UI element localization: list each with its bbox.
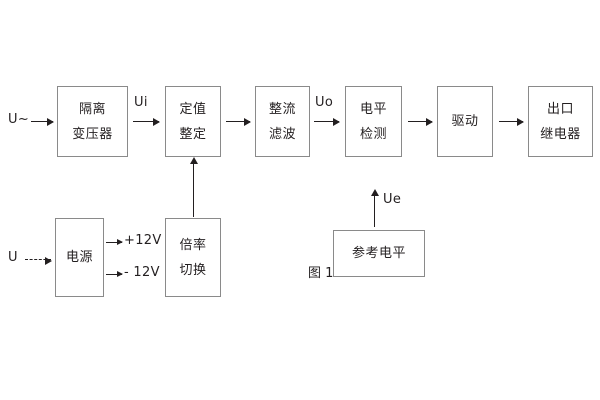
arrow-rail-negative [106,271,123,277]
arrow-reference-level-to-level-detection [370,189,379,227]
uo-signal-label: Uo [315,95,334,110]
block-level-detection-line-2: 检测 [359,126,387,142]
block-output-relay-line-1: 出口 [546,101,574,117]
arrow-setting-value-to-rectify-filter [226,117,251,126]
block-rectify-filter: 整流 滤波 [255,86,310,157]
block-reference-level: 参考电平 [333,230,425,277]
arrow-ratio-switch-to-setting-value [189,157,198,217]
block-output-relay-line-2: 继电器 [540,126,581,142]
arrow-ac-input-to-isolation-transformer [31,117,54,126]
block-level-detection: 电平 检测 [345,86,402,157]
block-output-relay: 出口 继电器 [528,86,593,157]
rail-positive-label: +12V [124,233,162,248]
block-setting-value-line-1: 定值 [179,101,207,117]
block-ratio-switch-line-2: 切换 [179,262,207,278]
block-rectify-filter-line-2: 滤波 [268,126,296,142]
arrow-dc-input-to-power-supply [25,256,52,265]
block-setting-value-line-2: 整定 [179,126,207,142]
arrow-level-detection-to-drive [408,117,433,126]
block-drive: 驱动 [437,86,493,157]
block-level-detection-line-1: 电平 [359,101,387,117]
block-power-supply-line-1: 电源 [65,250,93,265]
figure-caption: 图 1 [308,266,334,281]
block-rectify-filter-line-1: 整流 [268,101,296,117]
dc-input-label: U [8,250,18,265]
ue-signal-label: Ue [383,192,402,207]
arrow-rectify-filter-to-level-detection [314,117,340,126]
rail-negative-label: - 12V [124,265,160,280]
block-isolation-transformer-line-1: 隔离 [78,101,106,117]
block-isolation-transformer-line-2: 变压器 [72,126,113,142]
arrow-rail-positive [106,239,123,245]
arrow-drive-to-output-relay [499,117,524,126]
block-power-supply: 电源 [55,218,104,297]
block-ratio-switch-line-1: 倍率 [179,237,207,253]
block-setting-value: 定值 整定 [165,86,221,157]
arrow-isolation-transformer-to-setting-value [133,117,160,126]
block-drive-line-1: 驱动 [451,114,479,129]
block-reference-level-line-1: 参考电平 [351,246,406,261]
block-isolation-transformer: 隔离 变压器 [57,86,128,157]
ui-signal-label: Ui [134,95,148,110]
block-ratio-switch: 倍率 切换 [165,218,221,297]
ac-input-label: U~ [8,112,30,127]
